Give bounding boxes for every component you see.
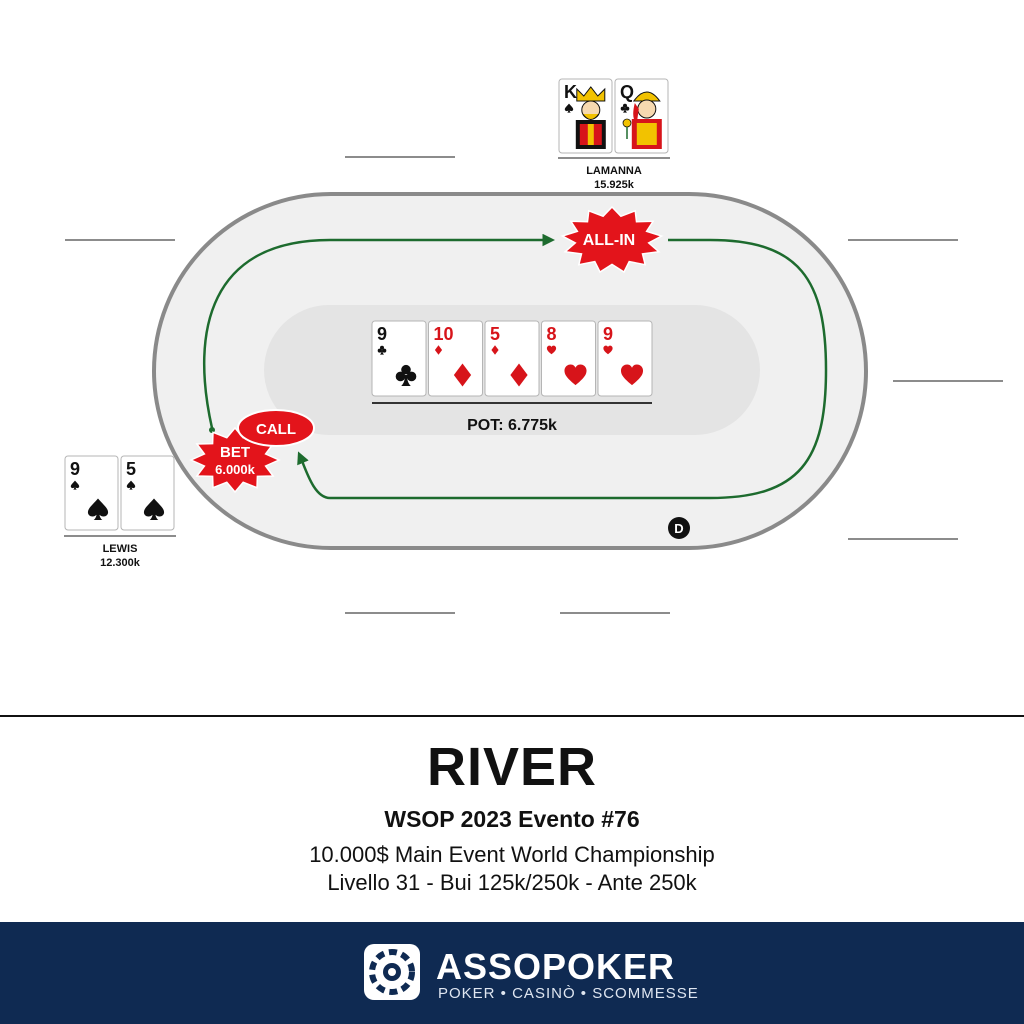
playing-card: 10 bbox=[428, 320, 483, 397]
card-rank: Q bbox=[620, 82, 634, 102]
assopoker-logo-icon bbox=[364, 944, 420, 1000]
playing-card: K bbox=[558, 78, 613, 154]
playing-card: Q bbox=[614, 78, 669, 154]
arrow-allin-to-call bbox=[297, 238, 828, 500]
dealer-button bbox=[668, 517, 690, 539]
card-rank: 5 bbox=[126, 459, 136, 479]
queen-face-art bbox=[622, 91, 662, 149]
player-lamanna-name: LAMANNA bbox=[586, 165, 642, 177]
level-description: Livello 31 - Bui 125k/250k - Ante 250k bbox=[327, 870, 697, 895]
empty-seats bbox=[65, 156, 1003, 614]
player-lamanna-stack: 15.925k bbox=[594, 179, 635, 191]
street-title: RIVER bbox=[426, 737, 598, 797]
brand-footer-bar: ASSOPOKER POKER • CASINÒ • SCOMMESSE bbox=[0, 922, 1024, 1024]
arrow-bet-to-allin bbox=[202, 233, 555, 429]
dealer-button-label: D bbox=[674, 521, 683, 536]
card-rank: 8 bbox=[547, 324, 557, 344]
event-title: WSOP 2023 Evento #76 bbox=[384, 806, 640, 832]
card-rank: 5 bbox=[490, 324, 500, 344]
player-lewis-name: LEWIS bbox=[103, 543, 138, 555]
arrow-start-dot bbox=[209, 427, 215, 433]
card-rank: 9 bbox=[603, 324, 613, 344]
footer-divider bbox=[0, 715, 1024, 717]
playing-card: 9 bbox=[597, 320, 653, 397]
playing-card: 8 bbox=[541, 320, 596, 397]
card-rank: K bbox=[564, 82, 577, 102]
pot-label: POT: 6.775k bbox=[467, 417, 557, 434]
card-rank: 9 bbox=[70, 459, 80, 479]
playing-card: 9 bbox=[64, 455, 119, 531]
call-oval-shape bbox=[237, 409, 315, 447]
card-rank: 9 bbox=[377, 324, 387, 344]
brand-tagline: POKER • CASINÒ • SCOMMESSE bbox=[438, 985, 699, 1002]
bet-label: BET bbox=[220, 444, 250, 461]
playing-card: 9 bbox=[371, 320, 427, 397]
allin-action-badge: ALL-IN bbox=[560, 205, 664, 274]
bet-amount: 6.000k bbox=[215, 462, 256, 477]
player-lewis-stack: 12.300k bbox=[100, 557, 141, 569]
allin-burst-shape bbox=[560, 205, 664, 274]
call-label: CALL bbox=[256, 421, 296, 438]
allin-label: ALL-IN bbox=[583, 232, 635, 249]
call-action-badge: CALL bbox=[237, 409, 315, 447]
community-cards: 9 10 5 8 9 bbox=[371, 320, 653, 397]
event-description: 10.000$ Main Event World Championship bbox=[309, 842, 715, 867]
king-face-art bbox=[575, 86, 606, 149]
brand-name: ASSOPOKER bbox=[436, 946, 676, 987]
playing-card: 5 bbox=[484, 320, 540, 397]
playing-card: 5 bbox=[120, 455, 175, 531]
card-rank: 10 bbox=[434, 324, 454, 344]
